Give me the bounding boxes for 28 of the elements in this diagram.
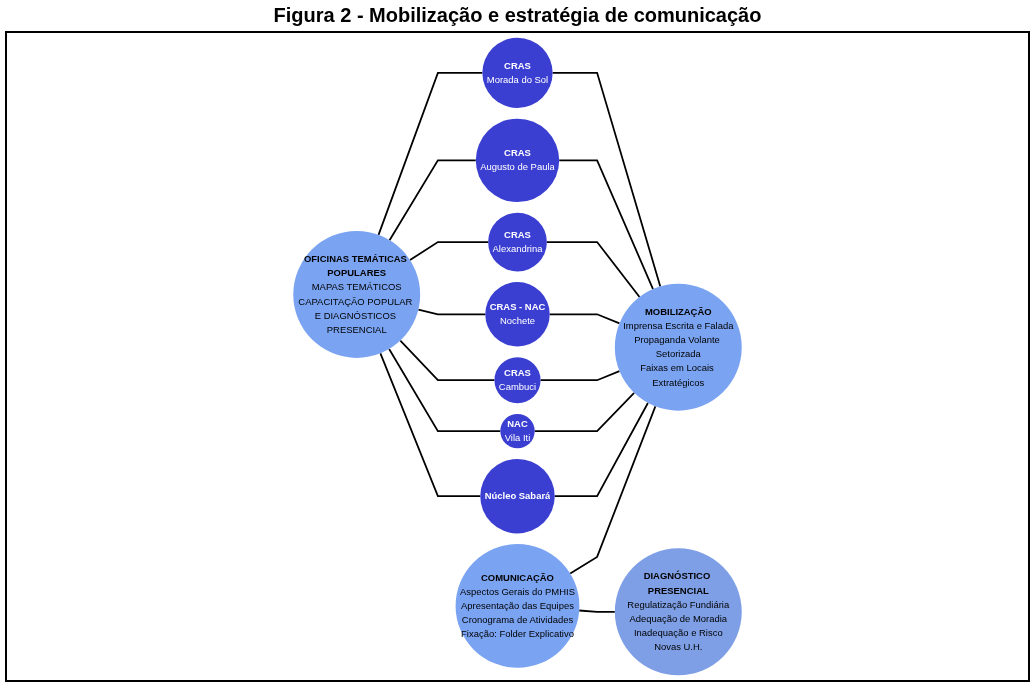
connector [399,339,496,382]
connector [548,313,621,325]
node-circle: DIAGNÓSTICO PRESENCIAL Regulatização Fundiária Adequação de Moradia Inadequação e Risco Novas U.H. [614,548,742,676]
connector [558,159,654,290]
node-circle: OFICINAS TEMÁTICAS POPULARES MAPAS TEMÁTICOS CAPACITAÇÃO POPULAR E DIAGNÓSTICOS PRESENCIAL [293,231,421,358]
connector [569,405,657,575]
node-circle: CRAS Augusto de Paula [475,118,560,203]
node-circle: CRAS Cambuci [494,357,541,404]
connector [377,71,484,236]
node-circle: COMUNICAÇÃO Aspectos Gerais do PMHIS Apresentação das Equipes Cronograma de Atividades Fixação: Folder Explicativo [455,544,580,668]
connector [388,159,477,242]
connector [551,71,662,288]
node-circle: CRAS Morada do Sol [482,37,553,108]
node-circle: CRAS - NAC Nochete [485,282,550,347]
node-circle: NAC Vila Iti [500,413,535,449]
connector [379,352,482,498]
diagram-title: Figura 2 - Mobilização e estratégia de comunicação [273,4,762,27]
node-circle: Núcleo Sabará [480,458,555,534]
connector [546,241,641,298]
connector [539,370,621,382]
connector [388,348,502,432]
connector [533,391,636,432]
connector [417,308,487,316]
node-circle: MOBILIZAÇÃO Imprensa Escrita e Falada Propaganda Volante Setorizada Faixas em Locais Extratégicos [614,283,742,411]
connector [553,402,649,498]
connector [409,241,489,261]
node-circle: CRAS Alexandrina [488,212,547,272]
connector [578,609,616,613]
